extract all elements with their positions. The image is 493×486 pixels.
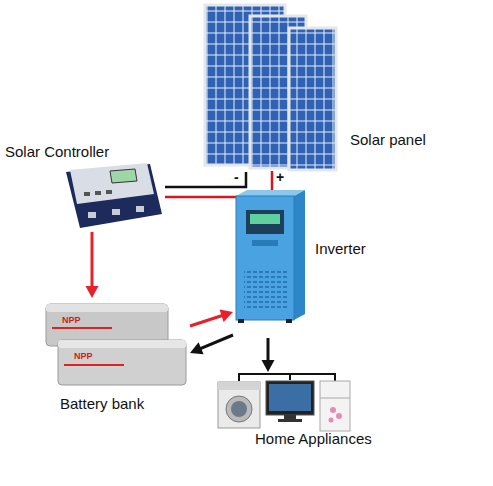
controller-terminal (88, 212, 96, 218)
polarity-mark: - (234, 170, 239, 184)
distribution-drop (289, 374, 291, 380)
arrow-head (220, 310, 233, 322)
connector-line (190, 314, 225, 326)
component-label: Solar panel (350, 131, 426, 148)
connector (86, 232, 99, 298)
tv-stand (284, 415, 296, 419)
connector (262, 338, 275, 372)
component-group: Solar panel (200, 3, 429, 172)
inverter-vent (244, 268, 288, 310)
fridge-flower (336, 413, 342, 419)
inverter-side (294, 190, 305, 320)
connector (190, 310, 233, 326)
washer-door (226, 396, 252, 422)
tv-base (278, 419, 302, 422)
solar-controller (66, 163, 162, 228)
fridge-door-line (320, 398, 350, 399)
inverter-top (236, 190, 305, 196)
inverter-screen (246, 210, 284, 234)
component-group: Home Appliances (212, 372, 375, 452)
controller-button (106, 190, 112, 194)
battery (58, 340, 186, 385)
fridge (320, 381, 350, 431)
inverter-front (236, 196, 294, 320)
controller-body (66, 164, 162, 228)
tv-screen (269, 384, 311, 411)
battery-top (58, 340, 186, 348)
battery-top (46, 304, 168, 312)
controller-lcd (110, 169, 137, 183)
arrow-head (86, 286, 99, 298)
component-label: Home Appliances (255, 430, 372, 447)
component-group: Inverter (233, 188, 373, 338)
connector-line (165, 172, 246, 187)
component-label: Solar Controller (5, 143, 109, 160)
television (266, 381, 314, 415)
controller-button (95, 191, 101, 195)
connector-line (197, 335, 233, 350)
battery-stripe (52, 327, 112, 329)
inverter-panel (252, 240, 278, 246)
fridge-flower (329, 418, 334, 423)
washer-glass (231, 401, 247, 417)
solar-panels (205, 5, 336, 170)
controller-button (84, 192, 90, 196)
controller-terminal (112, 209, 120, 215)
battery-bank (46, 304, 186, 385)
battery-stripe (64, 364, 124, 366)
controller-terminal (136, 206, 144, 212)
distribution-bracket (239, 374, 335, 381)
connector (165, 172, 246, 187)
washing-machine (218, 382, 260, 428)
controller-plate (70, 163, 154, 204)
inverter-cabinet (236, 190, 305, 323)
component-group: Solar Controller (3, 141, 165, 232)
brand-logo: NPP (74, 349, 93, 363)
inverter-display (250, 214, 280, 224)
washing-machine-panel (218, 382, 260, 390)
panel-front (289, 28, 336, 170)
inverter-foot (238, 319, 244, 323)
component-label: Inverter (315, 240, 366, 257)
connector-line (91, 232, 94, 290)
arrow-head (262, 360, 275, 372)
arrow-head (190, 342, 204, 354)
fridge-flower (330, 407, 336, 413)
connector (190, 335, 233, 354)
brand-logo: NPP (62, 313, 81, 327)
home-appliances (218, 374, 350, 431)
polarity-mark: + (276, 170, 284, 184)
component-label: Battery bank (60, 395, 144, 412)
inverter-foot (286, 319, 292, 323)
